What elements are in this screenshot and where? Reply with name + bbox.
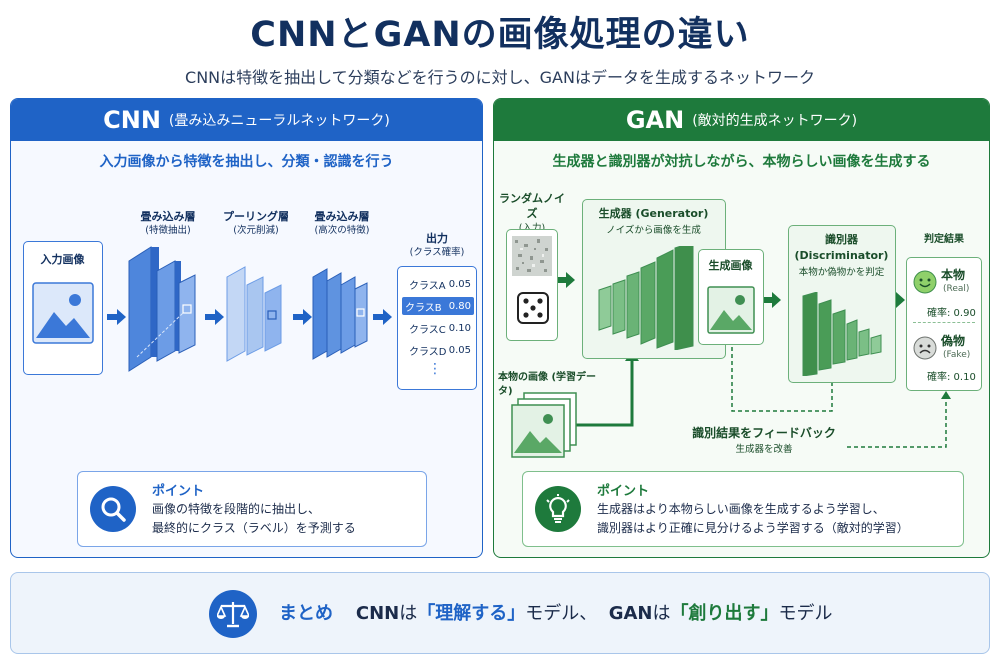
cnn-name-sub: (畳み込みニューラルネットワーク) (168, 113, 390, 129)
summary-gan-role: 「創り出す」 (670, 603, 779, 624)
cnn-description: 入力画像から特徴を抽出し、分類・認識を行う (99, 154, 394, 170)
cnn-header: CNN (畳み込みニューラルネットワーク) (11, 99, 482, 141)
real-images-stack-icon (511, 392, 577, 458)
gan-point-box: ポイント 生成器はより本物らしい画像を生成するよう学習し、 識別器はより正確に見… (522, 471, 964, 547)
gan-description: 生成器と識別器が対抗しながら、本物らしい画像を生成する (552, 154, 931, 170)
output-ellipsis: ⋮ (428, 361, 442, 377)
summary-label: まとめ (279, 603, 333, 624)
gan-header: GAN (敵対的生成ネットワーク) (494, 99, 989, 141)
cnn-output-title: 出力 (426, 232, 448, 245)
summary-cnn-role: 「理解する」 (417, 603, 526, 624)
page-subtitle: CNNは特徴を抽出して分類などを行うのに対し、GANはデータを生成するネットワー… (185, 68, 815, 87)
summary-gan: GAN (608, 603, 653, 624)
judge-fake-sub: (Fake) (943, 350, 971, 360)
generator-network-graphic (598, 246, 694, 350)
magnifier-icon (90, 486, 136, 532)
discriminator-network-graphic (802, 292, 882, 376)
cnn-layer1-title: 畳み込み層 (140, 210, 196, 223)
cnn-layer2-label: プーリング層 (次元削減) (211, 209, 301, 238)
summary-text: まとめ CNNは「理解する」モデル、 GANは「創り出す」モデル (279, 603, 833, 624)
cnn-layer2-title: プーリング層 (223, 210, 289, 223)
lightbulb-icon (535, 486, 581, 532)
cnn-layer3-sub: (高次の特徴) (314, 225, 370, 237)
real-images-label: 本物の画像 (学習データ) (498, 372, 597, 397)
gan-noise-title: ランダムノイズ (499, 192, 565, 221)
judge-real: 本物 (941, 268, 966, 282)
conv-layer-2-graphic (312, 268, 368, 360)
cnn-layer2-sub: (次元削減) (233, 225, 279, 237)
gan-point-title: ポイント (597, 484, 650, 499)
summary-bar: まとめ CNNは「理解する」モデル、 GANは「創り出す」モデル (10, 572, 990, 654)
cnn-name: CNN (103, 106, 161, 134)
arrow-right-icon (762, 292, 781, 308)
judge-fake-prob: 確率: 0.10 (927, 372, 976, 383)
cnn-layer3-title: 畳み込み層 (314, 210, 370, 223)
summary-cnn: CNN (355, 603, 400, 624)
conv-layer-1-graphic (128, 246, 196, 372)
gan-noise-label: ランダムノイズ (入力) (498, 191, 566, 235)
discriminator-sub: 本物か偽物かを判定 (798, 267, 885, 278)
pooling-layer-graphic (226, 266, 282, 362)
judge-fake: 偽物 (941, 334, 966, 348)
feedback-sub: 生成器を改善 (735, 444, 793, 455)
cnn-layer1-sub: (特徴抽出) (145, 225, 191, 237)
arrow-right-icon (293, 309, 312, 325)
generated-image-box: 生成画像 (698, 249, 764, 345)
gan-name: GAN (625, 106, 685, 134)
arrow-right-icon (107, 309, 126, 325)
cnn-flow-arrows (107, 309, 392, 325)
gan-panel: GAN (敵対的生成ネットワーク) 生成器と識別器が対抗しながら、本物らしい画像… (493, 98, 990, 558)
cnn-layer1-label: 畳み込み層 (特徴抽出) (123, 209, 213, 238)
cnn-layer3-label: 畳み込み層 (高次の特徴) (297, 209, 387, 238)
judge-box: 本物 (Real) 確率: 0.90 偽物 (Fake) 確率: 0.10 (906, 257, 982, 391)
page-title: CNNとGANの画像処理の違い (250, 15, 750, 55)
cnn-point-text: 画像の特徴を段階的に抽出し、 最終的にクラス（ラベル）を予測する (152, 502, 356, 536)
discriminator-box: 識別器 (Discriminator) 本物か偽物かを判定 (788, 225, 896, 383)
noise-input-box (506, 229, 558, 341)
cnn-input-label: 入力画像 (40, 253, 85, 266)
landscape-image-icon (707, 286, 755, 334)
judge-title: 判定結果 (924, 234, 964, 245)
cnn-point-box: ポイント 画像の特徴を段階的に抽出し、 最終的にクラス（ラベル）を予測する (77, 471, 427, 547)
sad-face-icon (913, 336, 937, 360)
discriminator-title: 識別器 (825, 233, 858, 246)
cnn-point-title: ポイント (152, 484, 205, 499)
noise-texture-icon (512, 236, 552, 276)
judge-real-sub: (Real) (943, 284, 970, 294)
dice-icon (517, 292, 549, 324)
cnn-panel: CNN (畳み込みニューラルネットワーク) 入力画像から特徴を抽出し、分類・認識… (10, 98, 483, 558)
generated-image-label: 生成画像 (708, 259, 753, 272)
scales-icon (209, 590, 257, 638)
cnn-output-sub: (クラス確率) (409, 247, 465, 259)
arrow-right-icon (205, 309, 224, 325)
arrow-right-icon (373, 309, 392, 325)
arrow-right-icon (558, 272, 575, 288)
cnn-input-box: 入力画像 (23, 241, 103, 375)
gan-name-sub: (敵対的生成ネットワーク) (692, 113, 858, 129)
gan-noise-sub: (入力) (498, 222, 566, 235)
feedback-title: 識別結果をフィードバック (692, 426, 836, 440)
discriminator-title2: (Discriminator) (794, 249, 889, 262)
cnn-output-label: 出力 (クラス確率) (395, 231, 479, 260)
judge-real-prob: 確率: 0.90 (927, 308, 976, 319)
judge-divider (913, 322, 975, 323)
smile-icon (913, 270, 937, 294)
gan-flow-arrows (558, 272, 951, 448)
generator-sub: ノイズから画像を生成 (606, 225, 701, 236)
landscape-image-icon (32, 282, 94, 344)
generator-title: 生成器 (Generator) (598, 207, 709, 220)
gan-point-text: 生成器はより本物らしい画像を生成するよう学習し、 識別器はより正確に見分けるよう… (597, 502, 909, 536)
